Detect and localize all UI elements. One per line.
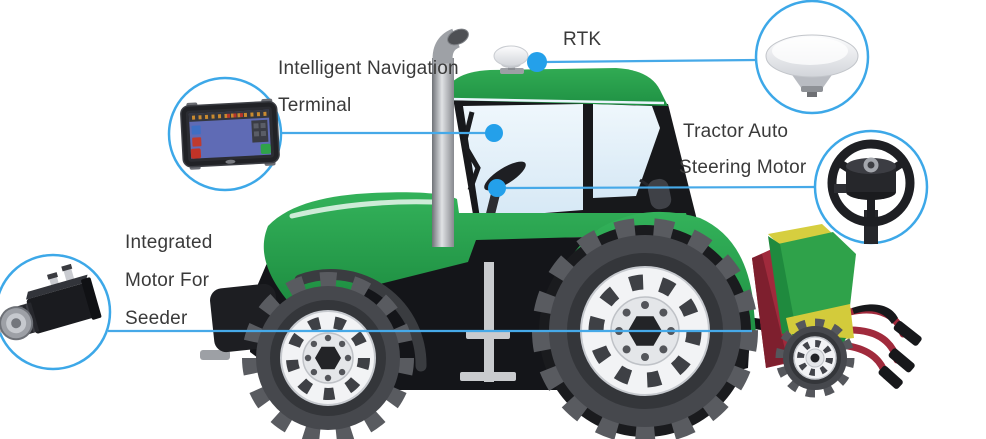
nav-terminal-label-line2: Terminal xyxy=(278,95,352,116)
nav-terminal-label-line1: Intelligent Navigation xyxy=(278,58,459,79)
connector-dots xyxy=(485,52,547,197)
rtk-connector-dot xyxy=(527,52,547,72)
front-wheel xyxy=(242,272,414,439)
seeder-wheel xyxy=(775,318,855,398)
nav-terminal-callout xyxy=(167,76,283,192)
steering-motor-label-line1: Tractor Auto xyxy=(683,121,789,142)
roof-gnss-antenna xyxy=(493,45,529,74)
steering-motor-label-line2: Steering Motor xyxy=(679,157,807,178)
nav-connector-dot xyxy=(485,124,503,142)
steering-connector-dot xyxy=(488,179,506,197)
integrated-seeder-motor-icon xyxy=(0,263,102,341)
seeder-implement xyxy=(715,224,922,398)
seeder-motor-callout xyxy=(0,253,112,371)
tractor-illustration xyxy=(200,28,758,439)
steering-wheel-motor-icon xyxy=(827,139,915,244)
annotation-lines xyxy=(108,58,817,333)
rtk-label: RTK xyxy=(563,29,602,50)
navigation-terminal-device-icon xyxy=(180,98,280,170)
gnss-antenna-dome-icon xyxy=(765,34,859,97)
seeder-motor-label-line1: Integrated xyxy=(125,232,213,253)
seeder-motor-label-line2: Motor For xyxy=(125,270,210,291)
rtk-callout xyxy=(754,0,870,115)
steering-motor-callout xyxy=(813,129,929,245)
exhaust-pipe xyxy=(432,28,469,247)
seeder-motor-label-line3: Seeder xyxy=(125,308,188,329)
